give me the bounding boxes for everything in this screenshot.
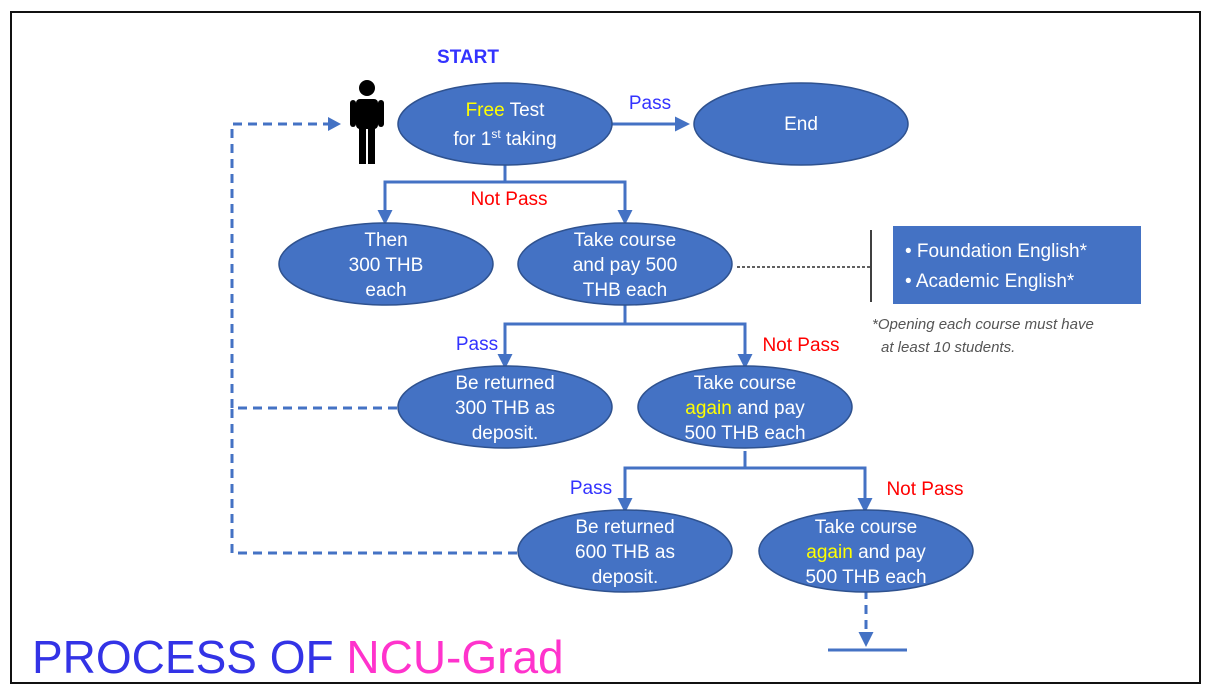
again-highlight: again	[806, 542, 853, 563]
svg-text:and pay 500: and pay 500	[573, 255, 678, 276]
label-not-pass-2: Not Pass	[762, 335, 839, 356]
edge-return-loop-1	[230, 122, 397, 410]
svg-text:300 THB: 300 THB	[349, 255, 424, 276]
label-not-pass-3: Not Pass	[886, 479, 963, 500]
svg-text:Take course: Take course	[694, 373, 796, 394]
course-item-academic: • Academic English*	[905, 271, 1075, 292]
svg-text:Take course: Take course	[815, 517, 917, 538]
svg-text:500 THB each: 500 THB each	[805, 567, 926, 588]
edge-not-pass-3	[743, 451, 873, 513]
node-take-course-1: Take course and pay 500 THB each	[517, 222, 733, 306]
again-highlight: again	[685, 398, 732, 419]
svg-text:Be returned: Be returned	[575, 517, 674, 538]
person-icon	[350, 80, 384, 164]
edge-return-loop-2	[230, 408, 517, 555]
label-not-pass-1: Not Pass	[470, 189, 547, 210]
title-part-1: PROCESS OF	[32, 631, 346, 683]
label-pass-1: Pass	[629, 93, 671, 114]
svg-text:again and pay: again and pay	[685, 398, 805, 419]
label-pass-2: Pass	[456, 334, 498, 355]
edge-not-pass-2	[623, 302, 753, 369]
edge-pass-2	[497, 322, 625, 369]
svg-text:THB each: THB each	[583, 280, 667, 301]
course-item-foundation: • Foundation English*	[905, 241, 1088, 262]
svg-text:Take course: Take course	[574, 230, 676, 251]
node-then-300: Then 300 THB each	[278, 222, 494, 306]
loop-arrowhead	[328, 117, 341, 131]
diagram-frame	[10, 11, 1201, 684]
svg-text:300 THB as: 300 THB as	[455, 398, 555, 419]
note-line-1: *Opening each course must have	[872, 316, 1094, 333]
svg-text:End: End	[784, 114, 818, 135]
svg-text:500 THB each: 500 THB each	[684, 423, 805, 444]
svg-text:Be returned: Be returned	[455, 373, 554, 394]
page-title: PROCESS OF NCU-Grad	[32, 631, 564, 683]
svg-text:Free Test: Free Test	[466, 100, 546, 121]
node-free-test: Free Test for 1st taking	[397, 82, 613, 166]
svg-text:deposit.: deposit.	[592, 567, 659, 588]
node-take-course-2: Take course again and pay 500 THB each	[637, 365, 853, 449]
svg-text:each: each	[365, 280, 406, 301]
edge-not-pass-1-right	[503, 163, 633, 225]
svg-text:600 THB as: 600 THB as	[575, 542, 675, 563]
node-take-course-3: Take course again and pay 500 THB each	[758, 509, 974, 593]
node-returned-300: Be returned 300 THB as deposit.	[397, 365, 613, 449]
svg-text:again and pay: again and pay	[806, 542, 926, 563]
start-label: START	[437, 47, 499, 68]
note-line-2: at least 10 students.	[881, 339, 1015, 356]
courses-box: • Foundation English* • Academic English…	[893, 226, 1141, 304]
node-end: End	[693, 82, 909, 166]
node-returned-600: Be returned 600 THB as deposit.	[517, 509, 733, 593]
free-highlight: Free	[466, 100, 505, 121]
label-pass-3: Pass	[570, 478, 612, 499]
svg-text:Then: Then	[364, 230, 407, 251]
edge-not-pass-1-left	[377, 180, 505, 225]
title-part-2: NCU-Grad	[346, 631, 563, 683]
svg-text:for 1st taking: for 1st taking	[453, 127, 556, 150]
edge-pass-3	[617, 466, 745, 513]
svg-text:deposit.: deposit.	[472, 423, 539, 444]
